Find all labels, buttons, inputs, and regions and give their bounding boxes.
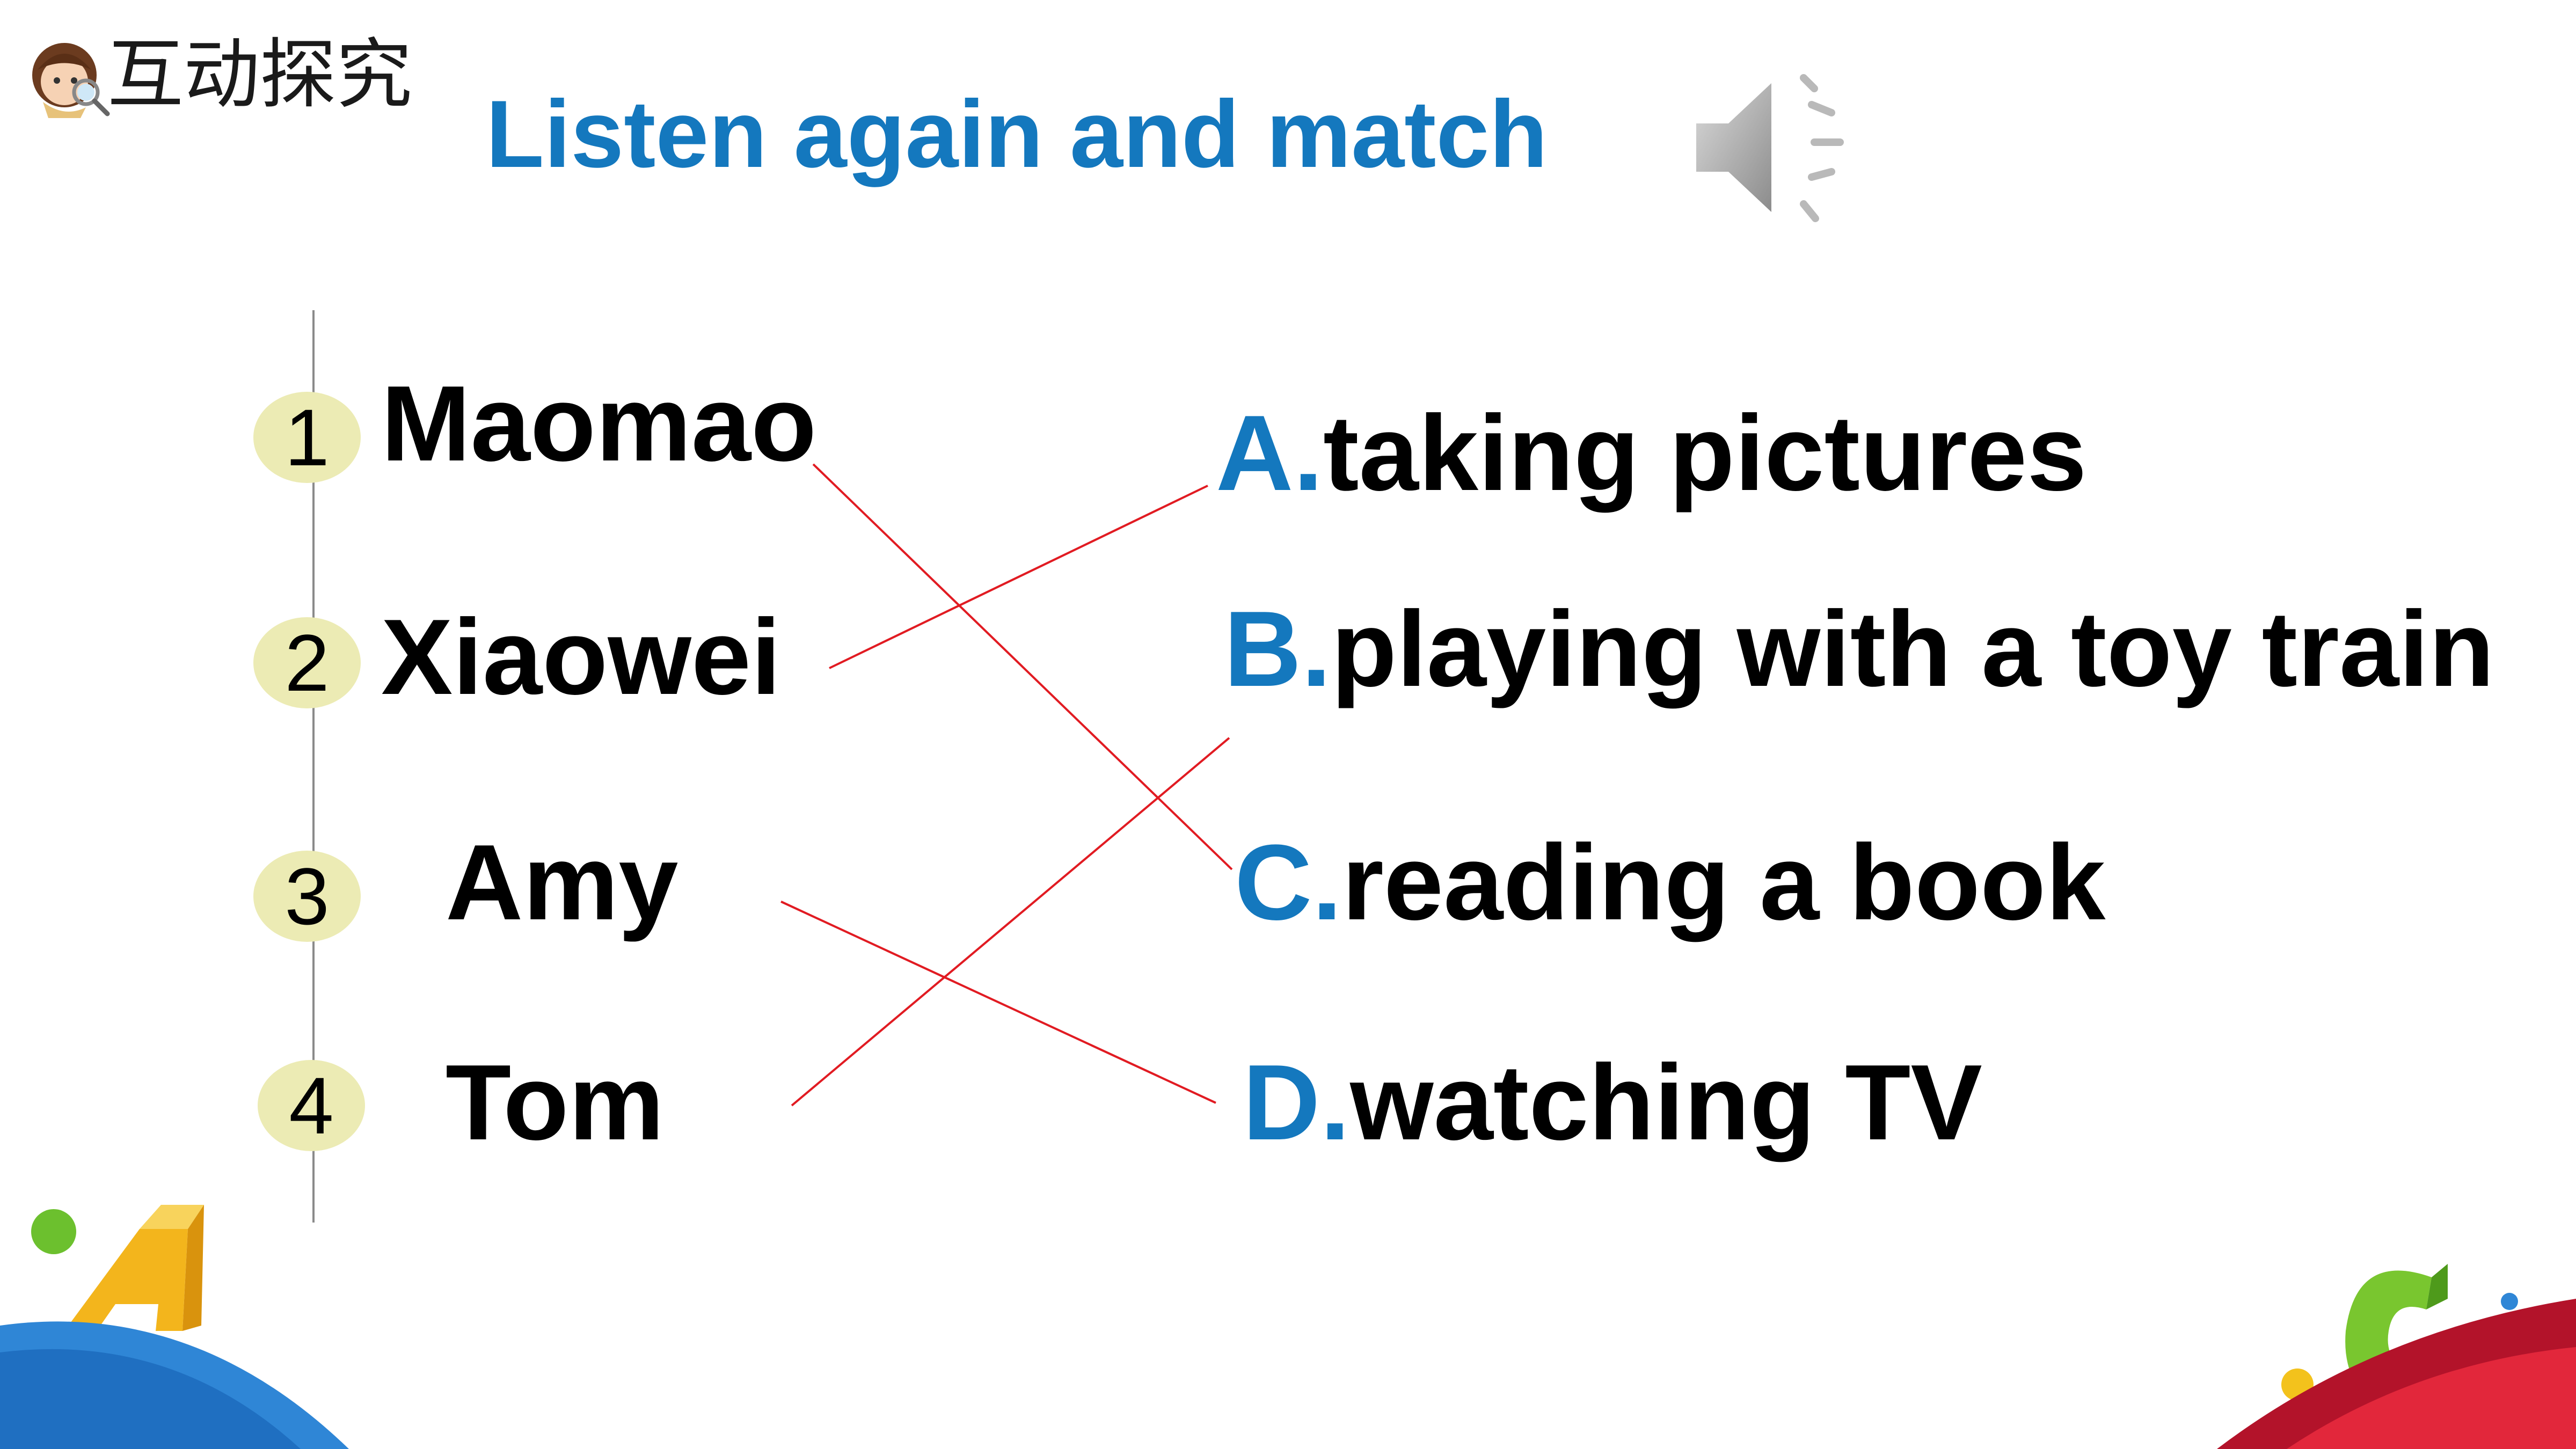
number-badge: 3 [253, 851, 361, 942]
person-name: Maomao [381, 364, 817, 484]
section-label: 互动探究 [107, 31, 412, 119]
red-wave-decoration [2287, 1347, 2576, 1449]
blue-dot-decoration [2501, 1293, 2518, 1310]
option-letter: D. [1243, 1043, 1350, 1162]
blue-wave-decoration [0, 1321, 349, 1449]
option-letter: A. [1216, 393, 1323, 513]
option-b: B.playing with a toy train [1224, 590, 2494, 708]
blue-wave-decoration [0, 1349, 301, 1449]
match-line-1-c [812, 463, 1233, 870]
letter-c-decoration [2345, 1264, 2448, 1417]
letter-a-decoration [64, 1205, 204, 1331]
page-title: Listen again and match [486, 80, 1548, 187]
red-wave-decoration [2217, 1299, 2576, 1449]
option-a: A.taking pictures [1216, 394, 2087, 513]
number-badge: 2 [253, 617, 361, 708]
number-badge: 1 [253, 392, 361, 483]
option-text: taking pictures [1323, 393, 2087, 513]
number-badge: 4 [258, 1060, 365, 1151]
detective-girl-icon [32, 43, 110, 118]
option-letter: C. [1235, 823, 1342, 942]
match-line-2-a [829, 485, 1208, 669]
yellow-dot-decoration [2281, 1368, 2314, 1401]
person-name: Amy [446, 823, 678, 942]
person-name: Xiaowei [381, 597, 781, 717]
speaker-sound-icon[interactable] [1691, 67, 1863, 228]
green-dot-decoration [31, 1209, 76, 1254]
option-c: C.reading a book [1235, 824, 2105, 942]
divider-line [312, 310, 315, 1223]
option-text: reading a book [1342, 823, 2106, 942]
person-name: Tom [446, 1043, 665, 1162]
option-d: D.watching TV [1243, 1044, 1982, 1162]
option-letter: B. [1224, 589, 1331, 709]
match-line-4-b [791, 737, 1230, 1107]
option-text: watching TV [1350, 1043, 1982, 1162]
match-line-3-d [780, 901, 1216, 1104]
option-text: playing with a toy train [1331, 589, 2494, 709]
